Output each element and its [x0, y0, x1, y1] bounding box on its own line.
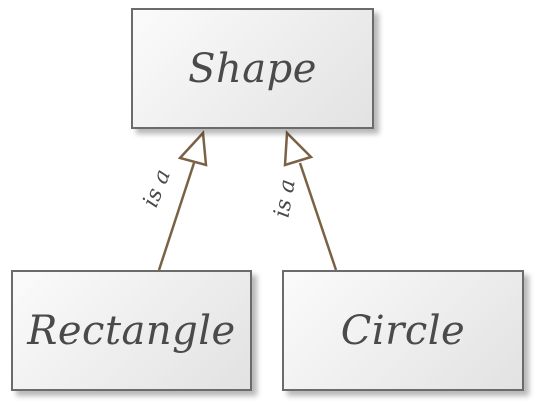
circle-class-label: Circle [340, 307, 466, 354]
circle-class-node[interactable]: Circle [282, 270, 524, 391]
inheritance-edge-rectangle [157, 162, 196, 271]
inheritance-arrowhead-circle [283, 130, 314, 167]
shape-class-label: Shape [188, 45, 317, 92]
rectangle-class-label: Rectangle [27, 307, 236, 354]
inheritance-edge-circle [298, 162, 338, 271]
inheritance-arrowhead-rectangle [177, 130, 208, 167]
rectangle-class-node[interactable]: Rectangle [11, 270, 252, 391]
shape-class-node[interactable]: Shape [131, 8, 374, 129]
